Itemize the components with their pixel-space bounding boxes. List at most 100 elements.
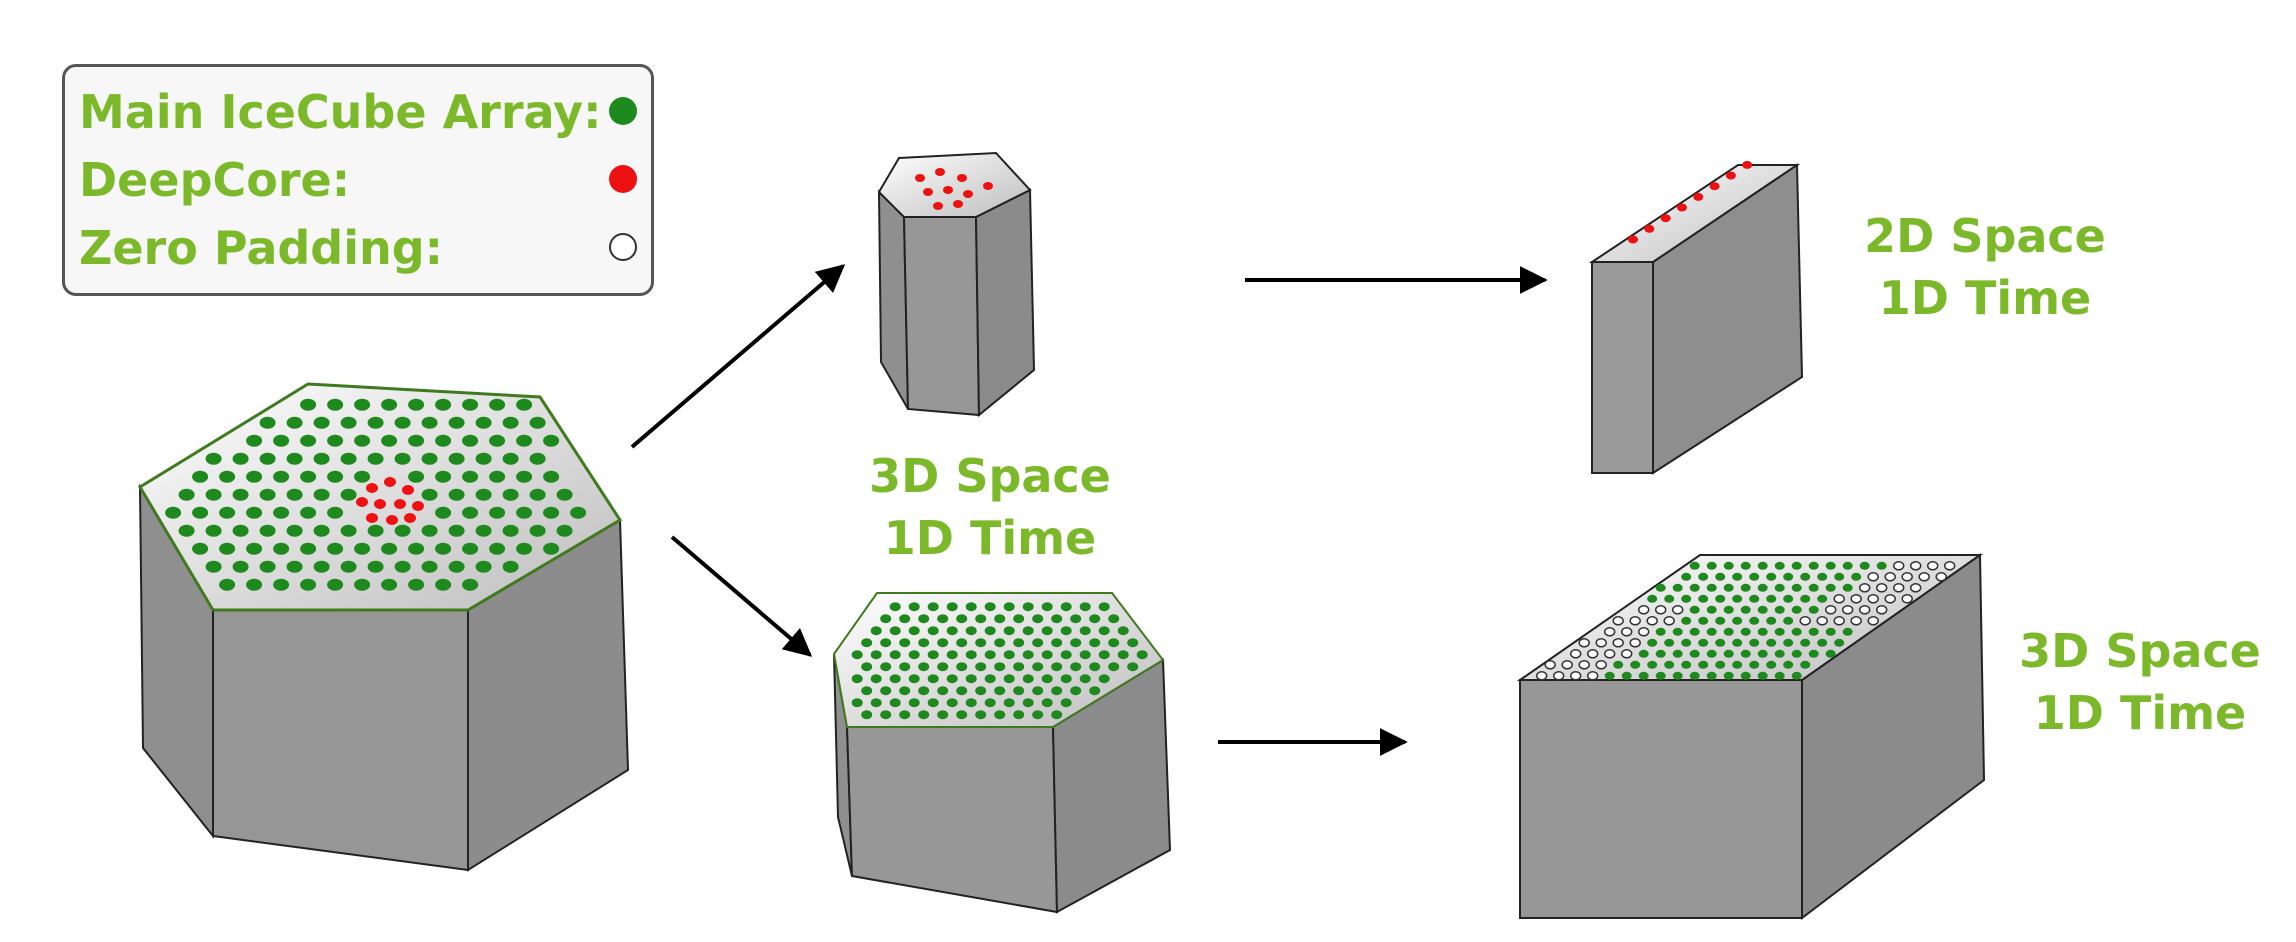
main-array-dot: [259, 524, 276, 537]
box-dot: [1766, 616, 1777, 625]
main-array-dot: [1013, 614, 1025, 624]
box-dot: [1757, 627, 1768, 636]
main-array-dot: [956, 638, 968, 648]
box-dot: [1749, 660, 1760, 669]
main-array-dot: [340, 452, 357, 465]
main-array-dot: [408, 398, 425, 411]
main-array-dot: [502, 560, 519, 573]
main-array-dot: [975, 662, 987, 672]
main-array-dot: [899, 638, 911, 648]
box-dot: [1603, 649, 1616, 659]
main-array-dot: [367, 524, 384, 537]
main-array-dot: [543, 506, 560, 519]
main-array-dot: [286, 560, 303, 573]
box-dot: [1646, 616, 1658, 626]
main-array-dot: [313, 560, 330, 573]
deepcore-prism: [877, 151, 1036, 418]
main-array-dot: [984, 698, 996, 708]
main-array-dot: [205, 488, 222, 501]
box-dot: [1841, 605, 1854, 615]
main-array-dot: [178, 524, 195, 537]
deepcore-prism-dots: [915, 168, 993, 210]
slab-top-face: [1588, 164, 1801, 263]
main-array-dot: [286, 416, 303, 429]
main-array-dot: [937, 710, 949, 720]
deepcore-dot: [366, 483, 378, 493]
main-array-dot: [1060, 650, 1072, 660]
main-array-prism: [832, 592, 1172, 914]
main-array-dot: [1127, 662, 1139, 672]
main-array-dot: [286, 452, 303, 465]
box-dot: [1655, 583, 1666, 592]
main-array-dot: [408, 542, 425, 555]
box-dot: [1569, 671, 1582, 681]
box-dot: [1884, 572, 1896, 582]
main-array-dot: [1117, 650, 1129, 660]
main-array-dot: [1032, 662, 1044, 672]
main-array-dot: [918, 710, 930, 720]
box-dot: [1825, 583, 1836, 592]
main-array-dot: [946, 650, 958, 660]
main-array-dot: [570, 506, 587, 519]
main-array-dot: [1051, 710, 1063, 720]
main-array-dot: [502, 524, 519, 537]
main-array-dot: [462, 506, 479, 519]
box-dot: [1706, 627, 1717, 636]
slab-deepcore-dots: [1628, 160, 1753, 244]
box-dot: [1783, 572, 1794, 581]
main-array-dot: [489, 434, 506, 447]
main-array-dot: [1117, 626, 1129, 636]
box-dot: [1698, 572, 1709, 581]
box-dot: [1664, 594, 1675, 603]
icecube-detector-prism: [137, 382, 630, 872]
main-array-dot: [435, 434, 452, 447]
main-array-dot: [205, 452, 222, 465]
box-dot: [1672, 671, 1683, 680]
box-dot: [1723, 561, 1734, 570]
main-array-dot: [1070, 614, 1082, 624]
box-dot: [1791, 605, 1802, 614]
box-dot: [1774, 649, 1785, 658]
box-dot: [1698, 638, 1709, 647]
main-array-dot: [1060, 626, 1072, 636]
box-dot: [1706, 605, 1717, 614]
main-array-dot: [908, 602, 920, 612]
slab-front-face: [1591, 261, 1654, 474]
caption-top-right-line2: 1D Time: [1878, 271, 2092, 325]
box-dot: [1698, 660, 1709, 669]
main-array-dot: [1098, 650, 1110, 660]
main-array-dot: [984, 626, 996, 636]
box-dot: [1859, 561, 1870, 570]
deepcore-dot: [1725, 171, 1736, 180]
main-array-dot: [880, 686, 892, 696]
main-array-dot: [975, 638, 987, 648]
main-array-dot: [192, 506, 209, 519]
main-array-dot: [851, 698, 863, 708]
box-dot: [1766, 660, 1777, 669]
main-array-dot: [908, 650, 920, 660]
box-dot: [1647, 660, 1658, 669]
main-array-dot: [232, 560, 249, 573]
box-dot: [1689, 627, 1700, 636]
main-array-dot: [889, 698, 901, 708]
main-array-dot: [937, 686, 949, 696]
main-array-dot: [421, 452, 438, 465]
deepcore-dot: [935, 168, 945, 176]
box-dot: [1723, 627, 1734, 636]
box-dot: [1706, 649, 1717, 658]
box-dot: [1698, 594, 1709, 603]
box-dot: [1681, 660, 1692, 669]
box-dot: [1817, 594, 1828, 603]
main-array-dot: [870, 650, 882, 660]
deepcore-dot: [963, 190, 973, 198]
box-dot: [1774, 627, 1785, 636]
deepcore-dot: [384, 477, 396, 487]
box-dot: [1833, 616, 1845, 626]
box-dot: [1766, 572, 1777, 581]
box-dot: [1783, 638, 1794, 647]
main-array-dot: [1041, 674, 1053, 684]
box-dot: [1654, 605, 1667, 615]
main-array-dot: [1051, 638, 1063, 648]
box-dot: [1578, 638, 1590, 648]
box-dot: [1620, 627, 1633, 637]
